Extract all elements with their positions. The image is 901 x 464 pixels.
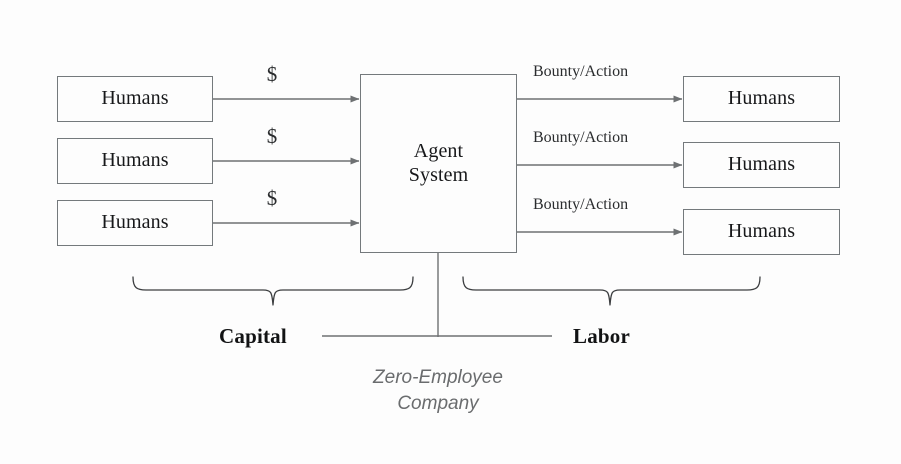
agent-system-label-line1: Agent: [413, 139, 464, 162]
agent-system-label: Agent System: [409, 140, 469, 187]
diagram-caption-line2: Company: [397, 393, 479, 415]
output-edge-label-2: Bounty/Action: [533, 129, 629, 146]
input-node-3[interactable]: Humans: [57, 200, 213, 246]
diagram-caption: Zero-Employee Company: [288, 365, 588, 417]
group-label-labor: Labor: [573, 324, 631, 348]
output-node-1[interactable]: Humans: [683, 76, 840, 122]
output-edge-label-3: Bounty/Action: [533, 196, 629, 213]
brace-labor: [462, 276, 761, 306]
output-node-3[interactable]: Humans: [683, 209, 840, 255]
output-node-3-label: Humans: [727, 220, 796, 243]
input-node-3-label: Humans: [101, 211, 169, 234]
input-edge-label-1: $: [266, 62, 278, 86]
input-edge-label-3: $: [266, 186, 278, 210]
input-node-2[interactable]: Humans: [57, 138, 213, 184]
output-node-2-label: Humans: [727, 153, 796, 176]
brace-capital: [132, 276, 414, 306]
input-node-1-label: Humans: [101, 87, 169, 110]
output-node-2[interactable]: Humans: [683, 142, 840, 188]
input-edge-label-2: $: [266, 124, 278, 148]
input-node-1[interactable]: Humans: [57, 76, 213, 122]
group-label-capital: Capital: [219, 324, 287, 348]
output-node-1-label: Humans: [727, 87, 796, 110]
agent-system-label-line2: System: [408, 163, 469, 186]
agent-system-node[interactable]: Agent System: [360, 74, 517, 253]
input-node-2-label: Humans: [101, 149, 169, 172]
diagram-caption-line1: Zero-Employee: [373, 367, 503, 388]
output-edge-label-1: Bounty/Action: [533, 63, 629, 80]
